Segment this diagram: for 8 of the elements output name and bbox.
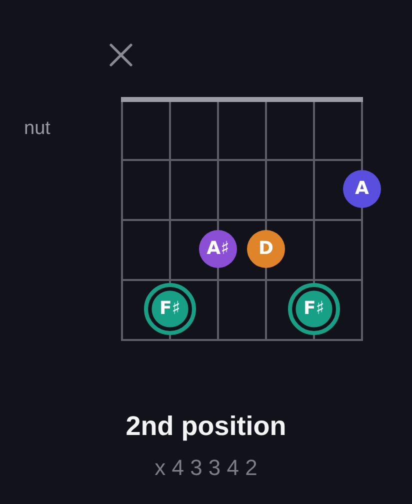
fingering-caption: x 4 3 3 4 2: [154, 455, 258, 480]
note-dot: D: [247, 230, 285, 268]
nut-label: nut: [24, 118, 50, 140]
note-dot: A: [343, 170, 381, 208]
root-note-dot: F♯: [288, 283, 340, 335]
root-note-dot: F♯: [144, 283, 196, 335]
note-dot: A♯: [199, 230, 237, 268]
chord-title: 2nd position: [126, 411, 286, 441]
